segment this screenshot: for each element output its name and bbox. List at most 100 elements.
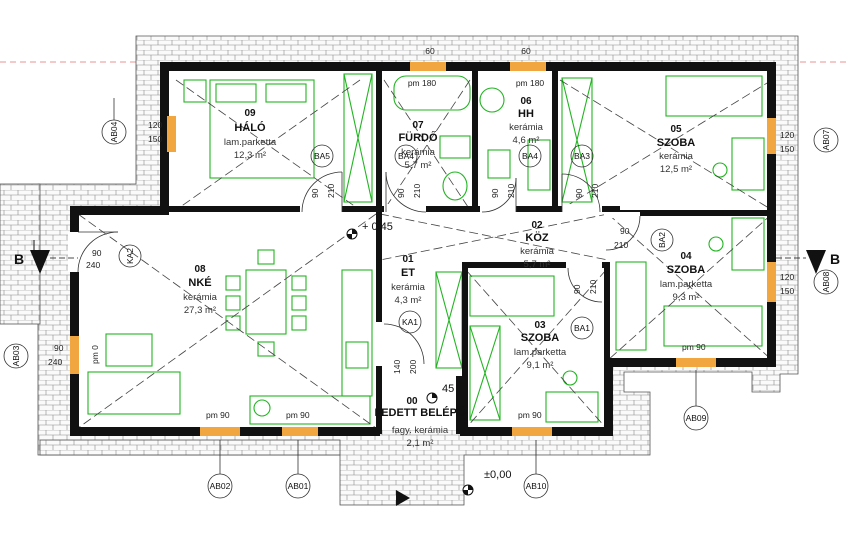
room-00-floor: fagy. kerámia (392, 425, 449, 436)
dim-140-ka1: 140 (392, 360, 402, 374)
windows (70, 62, 776, 436)
toilet (442, 171, 468, 201)
svg-text:KA2: KA2 (125, 248, 135, 264)
dining-table (245, 269, 287, 335)
dim-150-04: 150 (780, 286, 794, 296)
door-swings (77, 171, 641, 365)
dim-pm90-d: pm 90 (682, 342, 706, 352)
tag-ab02: AB02 (207, 473, 233, 499)
dim-120-04: 120 (780, 272, 794, 282)
area-diagonals (77, 79, 773, 429)
building-footprint (74, 64, 774, 430)
level-marker-outer: ±0,00 (462, 469, 511, 496)
dim-pm180-a: pm 180 (408, 78, 437, 88)
wardrobe (615, 261, 647, 351)
room-labels: 09 HÁLÓ lam.parketta 12,3 m² 07 FÜRDŐ ke… (183, 96, 713, 449)
furniture-layer (87, 73, 765, 425)
room-05-area: 12,5 m² (660, 164, 692, 175)
tag-ka1: KA1 (398, 310, 422, 334)
wardrobe-hatch (435, 271, 463, 369)
dim-210-ba4: 210 (412, 184, 422, 198)
svg-text:AB02: AB02 (210, 481, 231, 491)
chair (712, 162, 728, 178)
dim-120-09: 120 (148, 120, 162, 130)
svg-text:BA1: BA1 (574, 323, 590, 333)
wardrobe-hatch (343, 73, 373, 203)
kitchen-counter (249, 395, 371, 425)
dim-210-ba1: 210 (588, 280, 598, 294)
room-03-number: 03 (534, 320, 546, 331)
chair (291, 275, 307, 291)
pillow (265, 83, 307, 103)
chair (225, 275, 241, 291)
tag-ba4-a: BA4 (394, 144, 418, 168)
pillow (215, 83, 257, 103)
tag-ka2: KA2 (118, 244, 142, 268)
room-07-floor: kerámia (401, 147, 436, 158)
svg-text:B: B (830, 251, 840, 267)
dim-240-door: 240 (86, 260, 100, 270)
wardrobe-hatch (561, 77, 593, 203)
room-01-number: 01 (402, 254, 414, 265)
tag-ab01: AB01 (285, 473, 311, 499)
room-09-number: 09 (244, 108, 256, 119)
room-02-area: 5,7 m² (524, 259, 551, 270)
dim-90-hh: 90 (490, 188, 500, 198)
room-06-floor: kerámia (509, 122, 544, 133)
door-openings (68, 204, 640, 366)
sofa (87, 371, 181, 415)
entrance-arrow (396, 490, 410, 506)
tag-ba2: BA2 (650, 228, 674, 252)
tag-ab09: AB09 (683, 405, 709, 431)
tag-ab08: AB08 (813, 269, 839, 295)
dim-pm90-b: pm 90 (286, 410, 310, 420)
chair (291, 295, 307, 311)
dim-150-09: 150 (148, 134, 162, 144)
level-marker-inner: + 0,45 (346, 221, 393, 240)
room-05-number: 05 (670, 124, 682, 135)
room-01-area: 4,3 m² (395, 295, 422, 306)
opening-dimensions: pm 180 pm 180 60 60 120 150 120 150 120 … (48, 46, 794, 420)
svg-text:AB04: AB04 (109, 121, 119, 142)
chair (291, 315, 307, 331)
dim-pm0: pm 0 (90, 345, 100, 364)
desk (731, 217, 765, 271)
room-02-number: 02 (531, 220, 543, 231)
room-07-area: 5,7 m² (405, 160, 432, 171)
room-01-name: ET (401, 267, 415, 279)
dim-90-window: 90 (54, 343, 64, 353)
room-06-area: 4,6 m² (513, 135, 540, 146)
svg-text:AB03: AB03 (11, 345, 21, 366)
room-03-area: 9,1 m² (527, 360, 554, 371)
room-01-floor: kerámia (391, 282, 426, 293)
chair (562, 370, 578, 386)
svg-text:B: B (14, 251, 24, 267)
dim-pm180-b: pm 180 (516, 78, 545, 88)
room-03-name: SZOBA (521, 332, 560, 344)
washing-machine (479, 87, 505, 113)
tag-ab03: AB03 (3, 343, 29, 369)
tag-ba5: BA5 (310, 144, 334, 168)
dim-90-ba4: 90 (396, 188, 406, 198)
dim-210-hh: 210 (506, 184, 516, 198)
sink (487, 149, 511, 179)
kitchen-sink (253, 399, 271, 417)
section-marker-left: B (14, 240, 78, 274)
room-02-floor: kerámia (520, 246, 555, 257)
room-08-name: NKÉ (188, 276, 211, 289)
room-08-number: 08 (194, 264, 206, 275)
dim-90-ba3: 90 (574, 188, 584, 198)
room-05-floor: kerámia (659, 151, 694, 162)
svg-text:AB07: AB07 (821, 129, 831, 150)
chair (257, 249, 275, 265)
tv-unit (105, 333, 153, 367)
svg-text:AB01: AB01 (288, 481, 309, 491)
room-00-name: FEDETT BELÉPŐ (374, 406, 466, 419)
dim-200-ka1: 200 (408, 360, 418, 374)
wardrobe (469, 325, 501, 421)
svg-text:AB09: AB09 (686, 413, 707, 423)
level-marker-entrance: 45 (426, 383, 454, 404)
dim-240-window: 240 (48, 357, 62, 367)
svg-text:BA5: BA5 (314, 151, 330, 161)
